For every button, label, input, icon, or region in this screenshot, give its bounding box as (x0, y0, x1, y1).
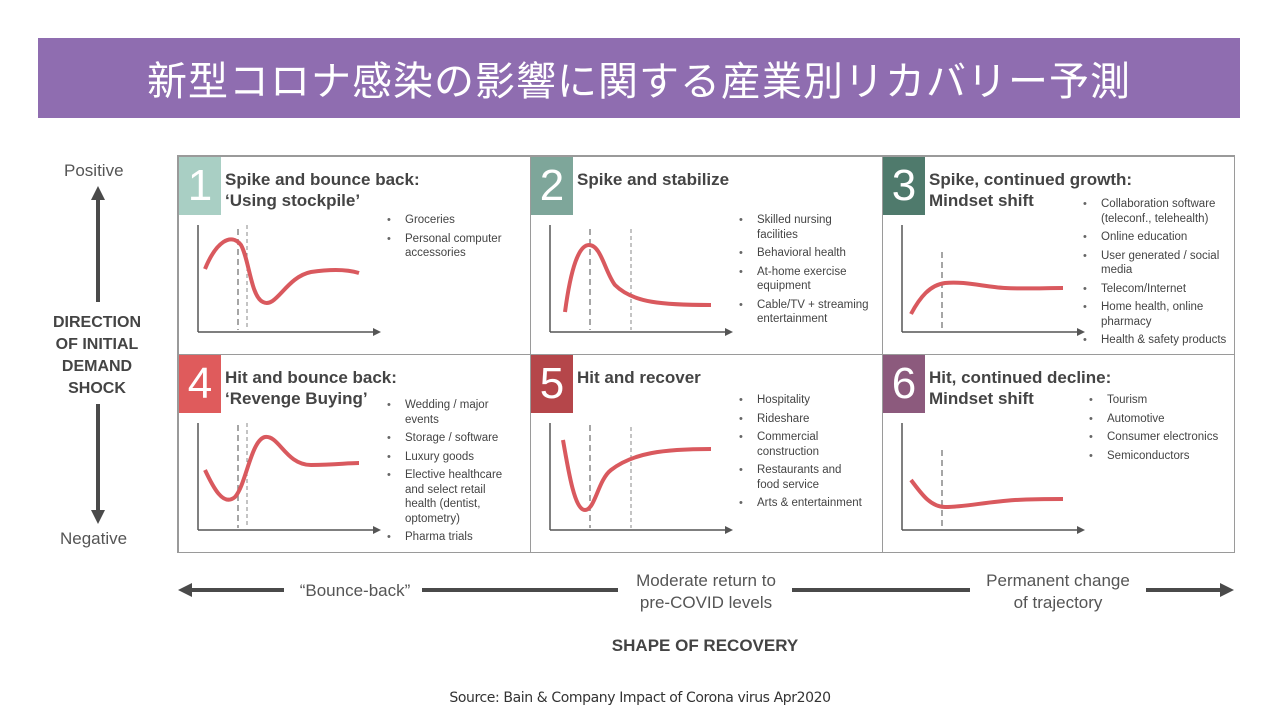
cell-number: 4 (179, 355, 221, 413)
list-item: Telecom/Internet (1081, 282, 1236, 297)
industry-list: Collaboration software(teleconf., telehe… (1081, 197, 1236, 352)
cell-number: 5 (531, 355, 573, 413)
list-item: Pharma trials (385, 530, 530, 545)
x-axis-left-label: “Bounce-back” (299, 581, 411, 600)
curve-hit-continued-decline (901, 423, 1085, 534)
page-title: 新型コロナ感染の影響に関する産業別リカバリー予測 (147, 59, 1131, 105)
cell-2: 2 Spike and stabilize Skilled nursingfac… (530, 156, 883, 355)
source-note: Source: Bain & Company Impact of Corona … (449, 690, 831, 706)
curve-spike-bounce-back (197, 225, 381, 336)
cell-6: 6 Hit, continued decline:Mindset shift T… (882, 354, 1235, 553)
cell-number: 6 (883, 355, 925, 413)
list-item: Hospitality (737, 393, 882, 408)
y-axis-top-label: Positive (64, 161, 124, 180)
cell-title: Hit, continued decline:Mindset shift (929, 368, 1112, 408)
cell-1: 1 Spike and bounce back:‘Using stockpile… (178, 156, 531, 355)
cell-3: 3 Spike, continued growth:Mindset shift … (882, 156, 1235, 355)
y-axis-bottom-label: Negative (60, 529, 128, 548)
list-item: Tourism (1087, 393, 1232, 408)
list-item: Collaboration software(teleconf., telehe… (1081, 197, 1236, 226)
cell-number: 2 (531, 157, 573, 215)
curve-spike-continued-growth (901, 225, 1085, 336)
curve-hit-bounce-back (197, 423, 381, 534)
cell-4: 4 Hit and bounce back:‘Revenge Buying’ W… (178, 354, 531, 553)
industry-list: Tourism Automotive Consumer electronics … (1087, 393, 1232, 467)
x-axis-arrow (178, 583, 1234, 597)
list-item: Rideshare (737, 412, 882, 427)
curve-spike-stabilize (549, 225, 733, 336)
title-banner: 新型コロナ感染の影響に関する産業別リカバリー予測 (38, 38, 1240, 118)
list-item: Online education (1081, 230, 1236, 245)
cell-title: Spike and bounce back:‘Using stockpile’ (225, 170, 420, 210)
cell-5: 5 Hit and recover Hospitality Rideshare … (530, 354, 883, 553)
x-axis-label: SHAPE OF RECOVERY (611, 636, 799, 655)
industry-list: Hospitality Rideshare Commercialconstruc… (737, 393, 882, 515)
cell-title: Spike and stabilize (577, 170, 730, 189)
cell-title: Hit and bounce back:‘Revenge Buying’ (225, 368, 397, 408)
y-axis-arrow (91, 186, 105, 524)
list-item: Luxury goods (385, 450, 530, 465)
list-item: Automotive (1087, 412, 1232, 427)
list-item: Groceries (385, 213, 525, 228)
cell-number: 3 (883, 157, 925, 215)
cell-title: Hit and recover (577, 368, 701, 387)
list-item: Storage / software (385, 431, 530, 446)
cell-number: 1 (179, 157, 221, 215)
list-item: Consumer electronics (1087, 430, 1232, 445)
recovery-matrix: 1 Spike and bounce back:‘Using stockpile… (177, 155, 1235, 553)
curve-hit-recover (549, 423, 733, 534)
list-item: Health & safety products (1081, 333, 1236, 348)
list-item: Arts & entertainment (737, 496, 882, 511)
list-item: Behavioral health (737, 246, 882, 261)
cell-title: Spike, continued growth:Mindset shift (929, 170, 1133, 210)
list-item: Semiconductors (1087, 449, 1232, 464)
y-axis-label: DIRECTION OF INITIAL DEMAND SHOCK (53, 314, 141, 397)
